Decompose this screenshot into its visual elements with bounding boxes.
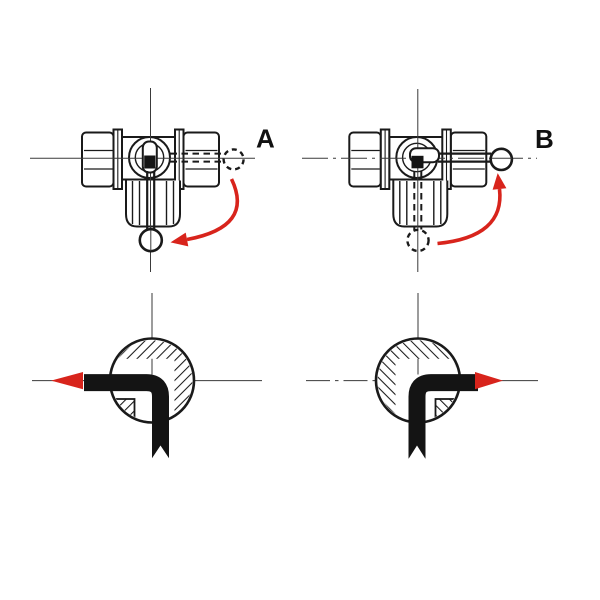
rotation-arrowhead-b-icon [492,173,507,190]
label-position-a: A [256,124,275,154]
ball-section-a [32,293,262,460]
stem-nut [144,155,156,169]
pipe-end-notch [408,445,426,460]
rotation-arrow-a-icon [186,178,240,242]
flow-arrow-left-icon [51,372,83,390]
valve-a-side-view: A [30,88,275,272]
pipe-end-notch [151,445,170,460]
valve-b-side-view: B [302,89,554,272]
ball-section-b [306,293,538,460]
flow-pipe [408,374,478,459]
rotation-arrowhead-a-icon [170,232,189,247]
lever-ball-handle [489,147,514,172]
stem-nut [411,155,424,169]
lever-ball-handle-dashed [406,228,430,253]
flow-pipe [84,374,169,459]
flow-arrow-right-icon [475,372,503,390]
lever-ball-handle-dashed [222,148,245,171]
label-position-b: B [535,124,554,154]
rotation-arrow-b-icon [437,188,502,246]
